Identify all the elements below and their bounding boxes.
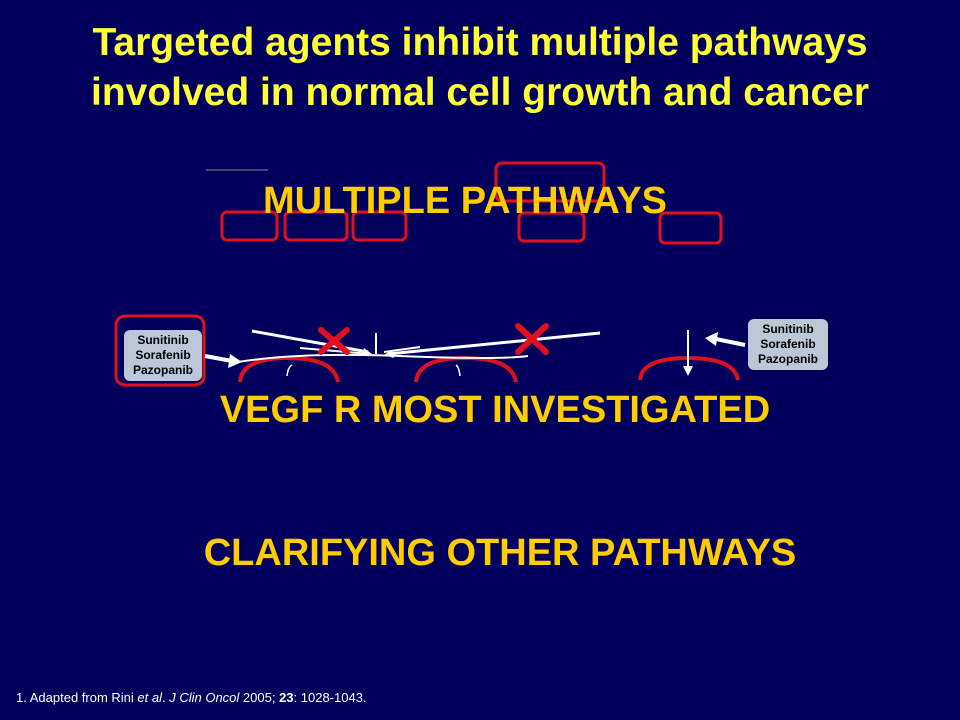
title-line-2: involved in normal cell growth and cance… xyxy=(90,71,870,114)
drug-list-left: Sunitinib Sorafenib Pazopanib xyxy=(124,330,202,381)
drug-name: Sunitinib xyxy=(762,322,814,336)
highlight-box xyxy=(220,210,279,242)
footnote-text: : 1028-1043. xyxy=(293,690,367,705)
footnote-text: 1. Adapted from Rini xyxy=(16,690,138,705)
headline-multiple-pathways: MULTIPLE PATHWAYS xyxy=(263,180,667,222)
highlight-box xyxy=(658,211,723,245)
inhibition-arrow xyxy=(383,346,421,353)
arrowhead xyxy=(362,348,372,356)
footnote-text: 2005; xyxy=(239,690,280,705)
drug-name: Sunitinib xyxy=(137,333,189,347)
membrane-line xyxy=(237,353,529,363)
headline-vegf: VEGF R MOST INVESTIGATED xyxy=(219,389,771,431)
footnote-etal: et al xyxy=(137,690,162,705)
footnote-text: . xyxy=(161,690,170,705)
drug-name: Sorafenib xyxy=(135,348,191,362)
reference-footnote: 1. Adapted from Rini et al. J Clin Oncol… xyxy=(16,690,367,705)
membrane-curve xyxy=(286,364,293,377)
right-drug-arrow xyxy=(715,337,746,347)
title-line-1: Targeted agents inhibit multiple pathway… xyxy=(92,21,868,64)
drug-name: Pazopanib xyxy=(132,363,193,377)
arrowhead xyxy=(228,354,242,368)
drug-highlight-box xyxy=(114,314,206,387)
arrowhead xyxy=(705,332,718,346)
highlight-box xyxy=(517,211,586,243)
inhibition-arrow xyxy=(387,331,601,356)
inhibition-arrow xyxy=(251,329,369,354)
drug-name: Pazopanib xyxy=(757,352,818,366)
highlight-box xyxy=(283,210,349,242)
highlight-box xyxy=(494,161,606,203)
drug-list-right: Sunitinib Sorafenib Pazopanib xyxy=(748,319,828,370)
arrowhead xyxy=(683,366,693,376)
receptor-arc xyxy=(238,355,340,383)
membrane-curve xyxy=(455,364,461,377)
highlight-box xyxy=(351,210,408,242)
drug-name: Sorafenib xyxy=(760,337,816,351)
x-mark-icon xyxy=(515,323,549,355)
slide-title: Targeted agents inhibit multiple pathway… xyxy=(0,18,960,118)
receptor-arc xyxy=(414,355,518,383)
headline-clarifying: CLARIFYING OTHER PATHWAYS xyxy=(203,532,797,574)
left-drug-arrow xyxy=(204,354,233,363)
footnote-volume: 23 xyxy=(279,690,294,705)
x-mark-icon xyxy=(318,327,350,355)
footnote-journal: J Clin Oncol xyxy=(169,690,240,705)
inhibition-arrow xyxy=(299,347,371,355)
